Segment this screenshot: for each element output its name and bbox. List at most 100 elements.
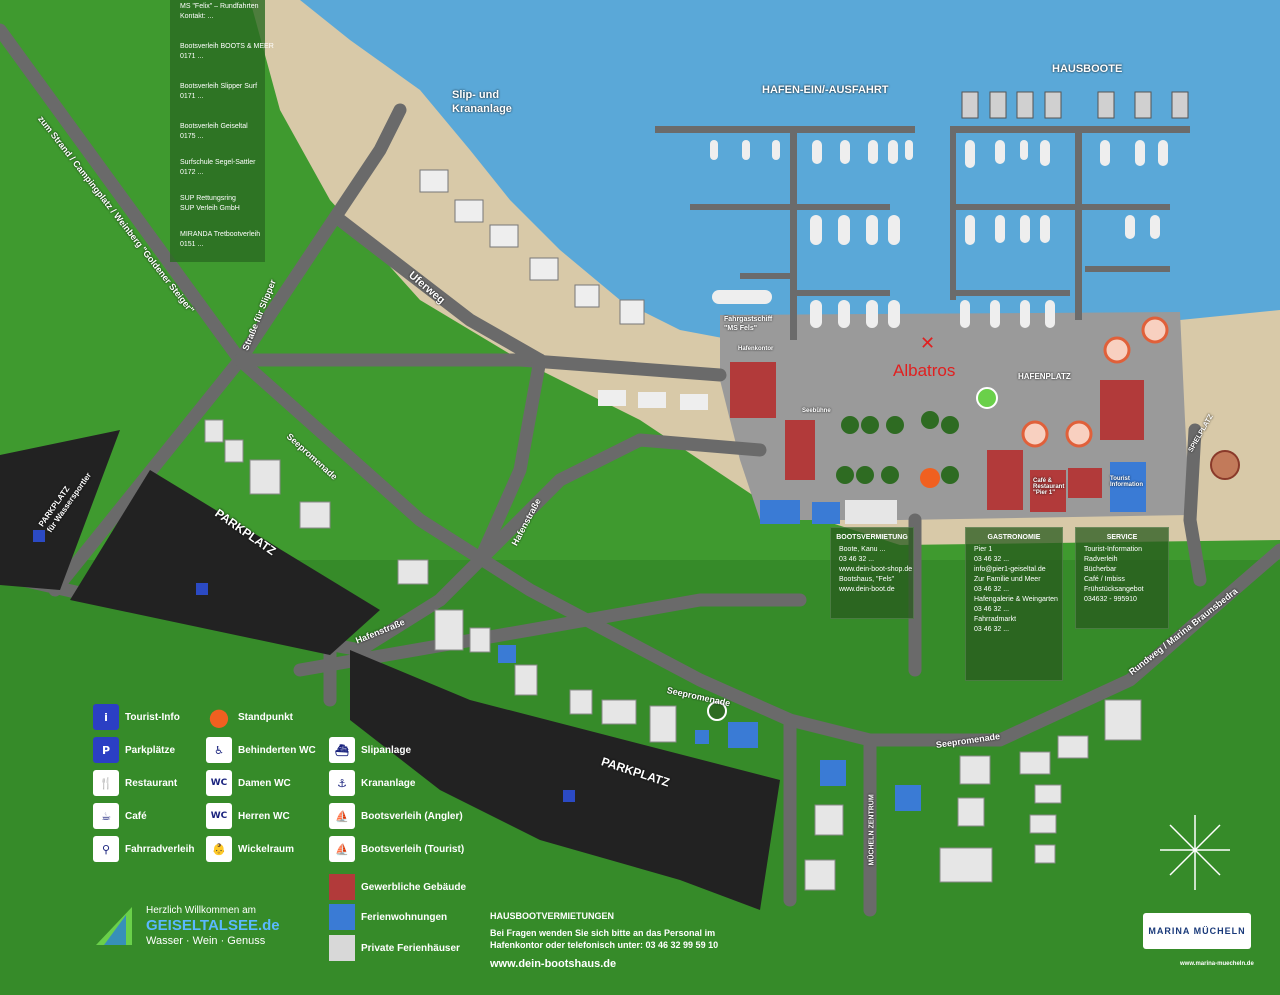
info-line: 0172 ... xyxy=(180,169,204,176)
legend-boat-rental-tourist: ⛵ Bootsverleih (Tourist) xyxy=(329,836,464,862)
holiday-flats xyxy=(498,462,1146,811)
pad-gastronomy: GASTRONOMIE Pier 1 03 46 32 ... info@pie… xyxy=(965,527,1063,681)
legend-baby-change: 👶 Wickelraum xyxy=(206,836,294,862)
pad-title: BOOTSVERMIETUNG xyxy=(836,534,908,541)
legend-men-wc: WC Herren WC xyxy=(206,803,290,829)
legend-label: Gewerbliche Gebäude xyxy=(361,881,467,893)
slip-label-line2: Krananlage xyxy=(452,103,512,115)
boat-rental-angler-icon: ⛵ xyxy=(329,803,355,829)
accessible-wc-icon: ♿ xyxy=(206,737,232,763)
tourist-info-label: Tourist Information xyxy=(1110,476,1143,488)
pad-service: SERVICE Tourist-Information Radverleih B… xyxy=(1075,527,1169,629)
info-panel-top-bg xyxy=(170,0,265,262)
legend-commercial: Gewerbliche Gebäude xyxy=(329,874,466,900)
pad-line: www.dein-boot-shop.de xyxy=(839,566,913,573)
legend-label: Bootsverleih (Angler) xyxy=(361,810,463,822)
pad-line: Tourist-Information xyxy=(1084,546,1142,553)
ferry-label-line1: Fahrgastschiff xyxy=(724,316,773,323)
houseboat-url[interactable]: www.dein-bootshaus.de xyxy=(490,958,617,970)
helipad-lower-icon xyxy=(707,701,727,721)
info-line: 0151 ... xyxy=(180,241,204,248)
info-line: Surfschule Segel-Sattler xyxy=(180,159,256,166)
info-line: Bootsverleih Slipper Surf xyxy=(180,83,258,90)
legend-label: Fahrradverleih xyxy=(125,843,195,855)
pad-line: Zur Familie und Meer xyxy=(974,576,1041,583)
legend-label: Ferienwohnungen xyxy=(361,911,448,923)
location-icon: ● xyxy=(208,703,230,731)
crane-icon: ⚓ xyxy=(329,770,355,796)
welcome-line3: Wasser · Wein · Genuss xyxy=(146,935,266,947)
private-houses xyxy=(204,419,1142,891)
private-house-swatch xyxy=(329,935,355,961)
parasols xyxy=(1021,316,1240,480)
legend-label: Café xyxy=(125,810,147,822)
info-line: 0175 ... xyxy=(180,133,204,140)
legend-label: Krananlage xyxy=(361,777,416,789)
beach-huts xyxy=(419,169,708,410)
harbor-office-label: Hafenkontor xyxy=(738,346,774,352)
info-line: Bootsverleih BOOTS & MEER xyxy=(180,43,274,50)
plaza-buildings xyxy=(845,500,897,524)
pad-line: info@pier1-geiseltal.de xyxy=(974,566,1046,573)
info-line: Kontakt: ... xyxy=(180,13,214,20)
bike-icon: ⚲ xyxy=(93,836,119,862)
sail-logo-icon xyxy=(96,907,132,945)
welcome-line1: Herzlich Willkommen am xyxy=(146,905,257,916)
men-wc-icon: WC xyxy=(206,803,232,829)
cafe-restaurant-label: Café & Restaurant "Pier 1" xyxy=(1033,478,1065,496)
pad-line: 034632 - 995910 xyxy=(1084,596,1137,603)
commercial-buildings xyxy=(730,362,1144,512)
pad-boat-rental: BOOTSVERMIETUNG Boote, Kanu ... 03 46 32… xyxy=(830,527,914,619)
info-line: MS "Felix" – Rundfahrten xyxy=(180,3,259,10)
jetties xyxy=(655,126,1190,340)
parking-icon: P xyxy=(93,737,119,763)
houseboats xyxy=(961,91,1189,119)
info-line: 0171 ... xyxy=(180,53,204,60)
ferry-label: Fahrgastschiff "MS Fels" xyxy=(724,315,772,333)
info-line: Bootsverleih Geiseltal xyxy=(180,123,248,130)
boats xyxy=(710,140,1168,328)
legend-location: ● Standpunkt xyxy=(206,703,293,731)
pad-line: Bootshaus, "Fels" xyxy=(839,576,895,583)
pad-line: 03 46 32 ... xyxy=(974,626,1010,633)
info-line: SUP Rettungsring xyxy=(180,195,236,202)
pad-line: Frühstücksangebot xyxy=(1084,586,1144,593)
legend-label: Tourist-Info xyxy=(125,711,180,723)
brand-logo: MARINA MÜCHELN xyxy=(1143,913,1251,949)
helipad-icon xyxy=(976,387,998,409)
legend-holiday-flats: Ferienwohnungen xyxy=(329,904,447,930)
legend-tourist-info: i Tourist-Info xyxy=(93,704,180,730)
legend-slipway: ⛴ Slipanlage xyxy=(329,737,411,763)
houseboats-label: HAUSBOOTE xyxy=(1052,63,1123,75)
parking-lot-water-sports xyxy=(0,430,120,590)
legend-restaurant: 🍴 Restaurant xyxy=(93,770,177,796)
legend-label: Damen WC xyxy=(238,777,291,789)
legend-private-houses: Private Ferienhäuser xyxy=(329,935,460,961)
pad-line: Pier 1 xyxy=(974,546,993,553)
pad-line: Boote, Kanu ... xyxy=(839,546,886,553)
pad-line: 03 46 32 ... xyxy=(974,586,1010,593)
legend-label: Private Ferienhäuser xyxy=(361,942,460,954)
trees xyxy=(836,411,959,484)
pad-title: GASTRONOMIE xyxy=(987,534,1041,541)
pad-line: Bücherbar xyxy=(1084,566,1117,573)
info-line: MIRANDA Tretbootverleih xyxy=(180,231,261,238)
legend-label: Behinderten WC xyxy=(238,744,316,756)
info-icon: i xyxy=(93,704,119,730)
slip-label: Slip- und Krananlage xyxy=(452,88,512,116)
ferry-label-line2: "MS Fels" xyxy=(724,325,758,332)
commercial-swatch xyxy=(329,874,355,900)
pad-line: www.dein-boot.de xyxy=(839,586,895,593)
road-label-center: MÜCHELN ZENTRUM xyxy=(868,794,876,866)
brand-url[interactable]: www.marina-muecheln.de xyxy=(1180,961,1254,967)
compass-rose-icon xyxy=(1160,815,1230,890)
location-marker-icon xyxy=(920,468,940,488)
slipway-icon: ⛴ xyxy=(329,737,355,763)
slip-label-line1: Slip- und xyxy=(452,89,500,101)
harbor-plaza-label: HAFENPLATZ xyxy=(1018,372,1071,381)
info-line: SUP Verleih GmbH xyxy=(180,205,240,212)
cafe-icon: ☕ xyxy=(93,803,119,829)
info-line: 0171 ... xyxy=(180,93,204,100)
pad-line: Hafengalerie & Weingarten xyxy=(974,596,1058,603)
info-panel-top: MS "Felix" – Rundfahrten Kontakt: ... Bo… xyxy=(172,2,274,250)
